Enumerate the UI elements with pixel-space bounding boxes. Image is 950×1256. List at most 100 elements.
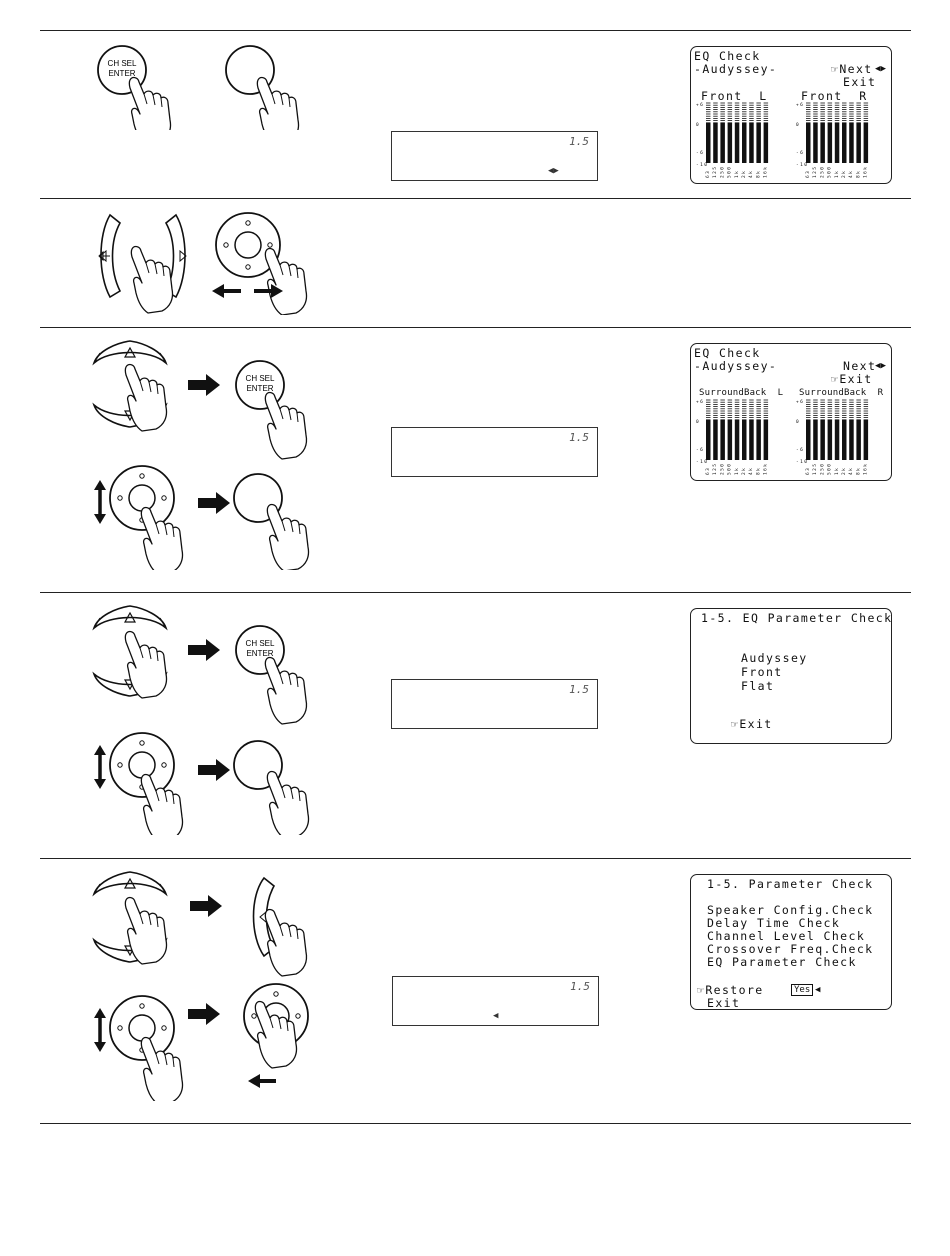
eq-freq-label: 16k	[863, 463, 869, 475]
arrow-right-icon	[188, 374, 220, 396]
eq-bar	[742, 123, 747, 163]
eq-freq-label: 2k	[841, 467, 847, 475]
hand-icon	[256, 76, 300, 145]
eq-scale-label: -10	[696, 459, 708, 465]
eq-scale-label: -6	[696, 150, 704, 156]
eq-freq-label: 1k	[834, 467, 840, 475]
hand-icon	[130, 245, 174, 314]
osd-eq-check-front: EQ Check -Audyssey- ☞Next ◀▶ Exit Front …	[690, 46, 892, 184]
divider	[40, 592, 911, 593]
eq-bar	[727, 123, 733, 163]
eq-bar	[813, 123, 818, 163]
osd-item: Crossover Freq.Check	[707, 942, 874, 956]
hand-icon	[124, 363, 168, 432]
eq-freq-label: 250	[819, 463, 825, 475]
hand-icon	[264, 656, 308, 725]
eq-freq-label: 500	[727, 463, 733, 475]
osd-arrows-icon: ◀▶	[875, 361, 887, 371]
osd-item: EQ Parameter Check	[707, 955, 857, 969]
eq-freq-label: 1k	[734, 170, 740, 178]
eq-freq-label: 8k	[855, 467, 861, 475]
eq-bar	[706, 420, 711, 460]
row3-buttons: CH SEL ENTER	[80, 335, 330, 575]
osd-exit: Exit	[843, 75, 877, 89]
eq-freq-label: 4k	[748, 170, 754, 178]
arrow-right-icon	[190, 895, 222, 917]
row1-buttons: CH SEL ENTER	[96, 40, 316, 145]
eq-bar	[813, 420, 818, 460]
eq-bar	[842, 123, 847, 163]
left-button	[100, 213, 122, 299]
dial-button	[109, 732, 175, 798]
eq-scale-label: -6	[696, 447, 704, 453]
osd-item: Flat	[741, 679, 775, 693]
ch-sel-label: CH SEL	[246, 374, 275, 383]
eq-bar	[763, 420, 769, 460]
eq-bar	[756, 420, 761, 460]
eq-bar	[734, 123, 740, 163]
eq-freq-label: 8k	[755, 170, 761, 178]
eq-bar	[856, 123, 861, 163]
eq-bar	[827, 123, 833, 163]
osd-item: Channel Level Check	[707, 929, 866, 943]
eq-freq-label: 500	[727, 166, 733, 178]
eq-bar	[727, 420, 733, 460]
eq-bar	[806, 420, 811, 460]
lcd-number: 1.5	[570, 980, 590, 993]
eq-bar	[806, 123, 811, 163]
eq-freq-label: 63	[805, 467, 811, 475]
lcd-display-1: 1.5 ◀▶	[391, 131, 598, 181]
eq-freq-label: 8k	[855, 170, 861, 178]
eq-freq-label: 2k	[741, 170, 747, 178]
eq-bar	[749, 420, 754, 460]
hand-icon	[264, 391, 308, 460]
row2-buttons	[96, 205, 316, 316]
up-button	[93, 871, 167, 895]
lcd-number: 1.5	[569, 135, 589, 148]
eq-bar	[763, 123, 769, 163]
hand-icon	[264, 247, 308, 316]
osd-item: Delay Time Check	[707, 916, 841, 930]
eq-freq-label: 4k	[848, 467, 854, 475]
arrow-right-icon	[188, 639, 220, 661]
eq-freq-label: 500	[827, 166, 833, 178]
eq-freq-label: 4k	[848, 170, 854, 178]
osd-subtitle: -Audyssey-	[694, 62, 778, 76]
lcd-display-2: 1.5	[391, 427, 598, 477]
eq-bar	[720, 420, 725, 460]
osd-subtitle: -Audyssey-	[694, 359, 778, 373]
eq-freq-label: 63	[705, 467, 711, 475]
eq-bar	[827, 420, 833, 460]
ch-sel-label: CH SEL	[108, 59, 137, 68]
osd-left-label: SurroundBack L	[699, 388, 784, 398]
up-down-arrow-icon	[92, 1006, 108, 1054]
hand-icon	[266, 503, 310, 572]
lcd-display-3: 1.5	[391, 679, 598, 729]
osd-arrow-left-icon: ◀	[815, 985, 821, 995]
eq-freq-label: 125	[712, 166, 718, 178]
eq-freq-label: 125	[712, 463, 718, 475]
eq-freq-label: 2k	[841, 170, 847, 178]
dial-button	[109, 465, 175, 531]
hand-icon	[264, 908, 308, 977]
divider	[40, 327, 911, 328]
osd-restore: ☞Restore	[697, 983, 764, 997]
eq-freq-label: 250	[819, 166, 825, 178]
lcd-display-4: 1.5 ◀	[392, 976, 599, 1026]
eq-scale-label: +6	[696, 399, 704, 405]
eq-freq-label: 500	[827, 463, 833, 475]
eq-freq-label: 8k	[755, 467, 761, 475]
eq-freq-label: 125	[812, 166, 818, 178]
eq-freq-label: 16k	[863, 166, 869, 178]
row5-buttons	[80, 866, 330, 1105]
eq-scale-label: +6	[696, 102, 704, 108]
divider	[40, 858, 911, 859]
dial-button	[109, 995, 175, 1061]
eq-scale-label: -6	[796, 447, 804, 453]
eq-bar	[756, 123, 761, 163]
eq-scale-label: 0	[796, 122, 800, 128]
eq-bar	[834, 123, 840, 163]
osd-exit: ☞Exit	[731, 717, 773, 731]
osd-title: EQ Check	[694, 346, 761, 360]
